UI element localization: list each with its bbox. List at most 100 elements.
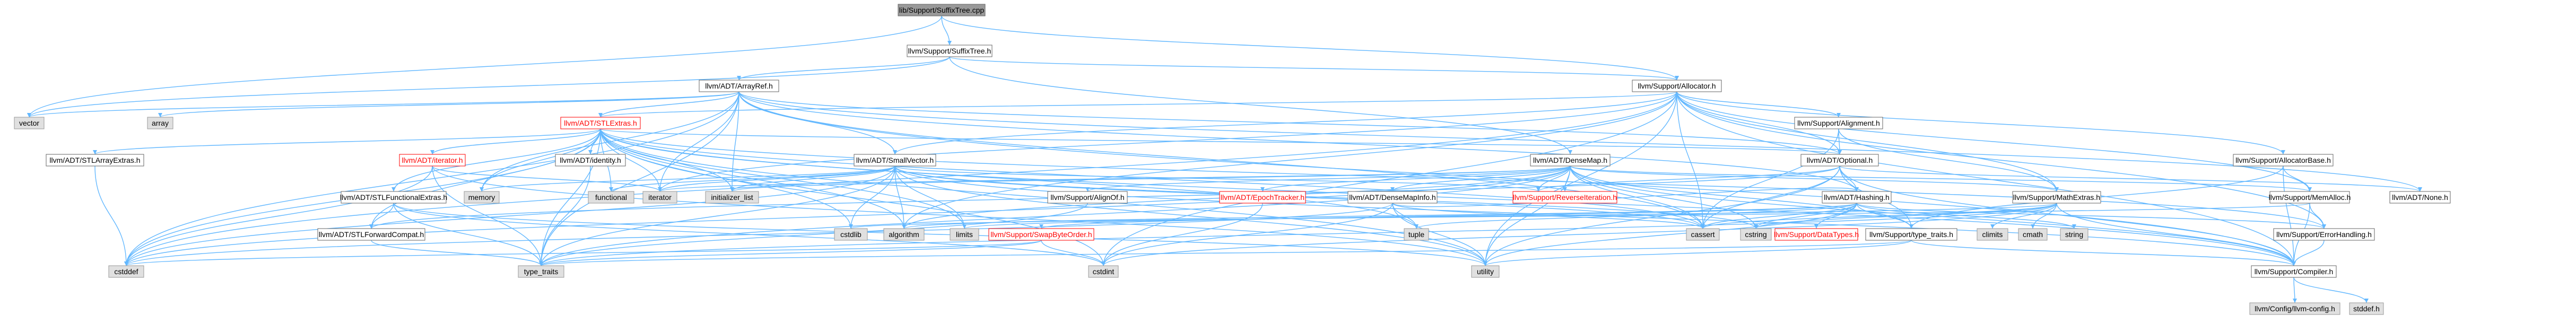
node-stlfunctional[interactable]: llvm/ADT/STLFunctionalExtras.h [340, 191, 447, 204]
node-label: tuple [1408, 230, 1425, 239]
node-label: llvm/ADT/Hashing.h [1824, 193, 1890, 202]
node-alignment[interactable]: llvm/Support/Alignment.h [1794, 117, 1883, 129]
node-label: cassert [1691, 230, 1715, 239]
node-label: llvm/ADT/DenseMapInfo.h [1349, 193, 1435, 202]
edge-stlextras-to-iterator [600, 128, 660, 192]
node-label: llvm/Support/Compiler.h [2255, 267, 2334, 276]
edge-optional-to-none [1839, 165, 2421, 192]
node-stlforward[interactable]: llvm/ADT/STLForwardCompat.h [317, 228, 425, 241]
edge-arrayref-to-typetraits [541, 91, 739, 266]
node-label: llvm/ADT/ArrayRef.h [705, 82, 773, 90]
node-stlarrayextras[interactable]: llvm/ADT/STLArrayExtras.h [46, 154, 144, 167]
node-optional[interactable]: llvm/ADT/Optional.h [1800, 154, 1879, 167]
edge-stlfunctional-to-utility [393, 203, 1486, 266]
edge-densemap-to-compiler [1570, 165, 2294, 266]
node-reverseiter[interactable]: llvm/Support/ReverseIteration.h [1512, 191, 1617, 204]
node-label: llvm/Support/AllocatorBase.h [2235, 156, 2331, 164]
edge-arrowhead [1101, 261, 1106, 266]
edge-smallvector-to-iterator [659, 165, 895, 192]
node-memalloc[interactable]: llvm/Support/MemAlloc.h [2269, 191, 2351, 204]
node-none[interactable]: llvm/ADT/None.h [2389, 191, 2451, 204]
edge-stlextras-to-stlfunctional [393, 128, 601, 192]
node-label: llvm/Support/AlignOf.h [1050, 193, 1124, 202]
edge-arrowhead [609, 187, 613, 191]
edge-mathextras-to-climits [1992, 203, 2057, 229]
node-alignof[interactable]: llvm/Support/AlignOf.h [1047, 191, 1128, 204]
edge-errorhandling-to-compiler [2293, 240, 2325, 266]
node-box [2269, 191, 2350, 204]
node-errorhandling[interactable]: llvm/Support/ErrorHandling.h [2273, 228, 2375, 241]
node-label: algorithm [889, 230, 919, 239]
edge-densemap-to-densemapinfo [1392, 165, 1571, 192]
node-typetraits: type_traits [518, 265, 564, 278]
edge-arrowhead [2072, 224, 2076, 229]
edge-root-to-suffixtree [941, 15, 950, 46]
edge-arrowhead [2031, 224, 2035, 229]
node-identity[interactable]: llvm/ADT/identity.h [555, 154, 626, 167]
node-densemap[interactable]: llvm/ADT/DenseMap.h [1530, 154, 1611, 167]
edge-allocator-to-smallvector [894, 91, 1677, 155]
edge-smallvector-to-utility [894, 165, 1486, 266]
node-smallvector[interactable]: llvm/ADT/SmallVector.h [854, 154, 936, 167]
edge-allocator-to-cstdint [1103, 91, 1677, 266]
edge-arrowhead [1838, 150, 1842, 154]
node-allocator[interactable]: llvm/Support/Allocator.h [1632, 80, 1722, 92]
node-label: llvm/Support/SwapByteOrder.h [990, 230, 1092, 239]
node-label: cstdlib [840, 230, 861, 239]
edge-arrowhead [1855, 187, 1859, 191]
node-cstdint: cstdint [1088, 265, 1119, 278]
node-allocatorbase[interactable]: llvm/Support/AllocatorBase.h [2233, 154, 2334, 167]
node-datatypes[interactable]: llvm/Support/DataTypes.h [1774, 228, 1859, 241]
edge-root-to-vector [29, 15, 942, 118]
node-label: vector [19, 119, 39, 127]
edge-arrowhead [1675, 76, 1679, 80]
node-swapbyteorder[interactable]: llvm/Support/SwapByteOrder.h [988, 228, 1094, 241]
edge-adtiterator-to-utility [432, 165, 1486, 266]
node-hashing[interactable]: llvm/ADT/Hashing.h [1822, 191, 1892, 204]
node-box [1088, 265, 1119, 278]
node-suffixtree[interactable]: llvm/Support/SuffixTree.h [907, 45, 993, 57]
node-box [2349, 302, 2384, 315]
edge-arrayref-to-stlextras [600, 91, 739, 118]
node-densemapinfo[interactable]: llvm/ADT/DenseMapInfo.h [1347, 191, 1438, 204]
edge-adtiterator-to-cstddef [126, 165, 433, 266]
node-label: string [2065, 230, 2083, 239]
node-compiler[interactable]: llvm/Support/Compiler.h [2251, 265, 2337, 278]
node-box [950, 228, 979, 241]
edge-stlextras-to-optional [600, 128, 1840, 155]
edge-typetraitsh-to-typetraits [541, 240, 1912, 266]
edge-optional-to-utility [1485, 165, 1840, 266]
node-stddef: stddef.h [2349, 302, 2384, 315]
node-label: llvm/ADT/None.h [2392, 193, 2448, 202]
edge-densemap-to-cstddef [126, 165, 1571, 266]
edge-arrowhead [1754, 224, 1758, 229]
edge-densemapinfo-to-hashing [1392, 187, 1857, 207]
node-mathextras[interactable]: llvm/Support/MathExtras.h [2012, 191, 2101, 204]
edge-arrayref-to-hashing [738, 91, 1857, 192]
node-typetraitsh[interactable]: llvm/Support/type_traits.h [1865, 228, 1957, 241]
node-label: climits [1982, 230, 2003, 239]
node-label: limits [956, 230, 973, 239]
node-stlextras[interactable]: llvm/ADT/STLExtras.h [560, 117, 641, 129]
node-label: functional [595, 193, 627, 202]
graph-nodes: lib/Support/SuffixTree.cpp llvm/Support/S… [14, 4, 2451, 315]
node-cstring: cstring [1740, 228, 1772, 241]
node-epochtracker[interactable]: llvm/ADT/EpochTracker.h [1219, 191, 1306, 204]
node-arrayref[interactable]: llvm/ADT/ArrayRef.h [699, 80, 779, 92]
node-cmath: cmath [2018, 228, 2048, 241]
node-label: lib/Support/SuffixTree.cpp [899, 6, 985, 14]
edge-stlarrayextras-to-cstddef [94, 165, 127, 266]
edge-hashing-to-string [1856, 203, 2075, 229]
edge-arrowhead [1260, 187, 1265, 191]
edge-arrowhead [1814, 224, 1818, 229]
node-box [1047, 191, 1128, 204]
edge-memalloc-to-cstdlib [850, 203, 2310, 229]
edge-adtiterator-to-iterator [432, 165, 660, 192]
node-label: llvm/ADT/Optional.h [1807, 156, 1873, 164]
node-box [1800, 154, 1879, 167]
edge-optional-to-new [1538, 165, 1840, 192]
edge-allocator-to-iterator [659, 91, 1677, 192]
node-box [1219, 191, 1306, 204]
node-adtiterator[interactable]: llvm/ADT/iterator.h [399, 154, 466, 167]
node-label: llvm/ADT/STLArrayExtras.h [49, 156, 140, 164]
